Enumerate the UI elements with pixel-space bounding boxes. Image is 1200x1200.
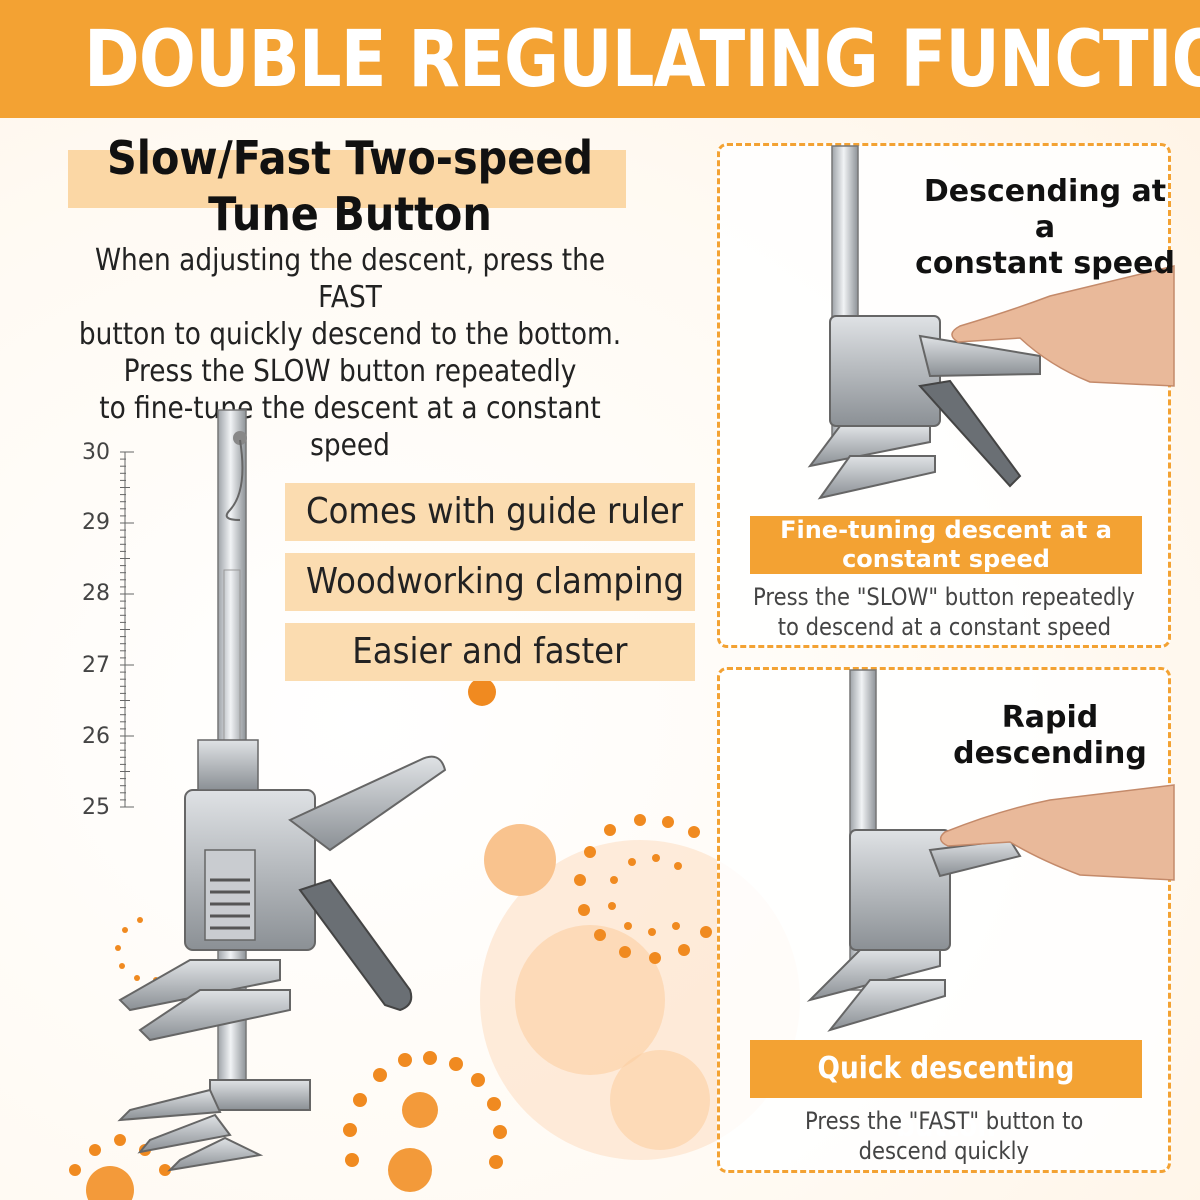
title-highlight-bar xyxy=(68,150,626,208)
pill-text: Comes with guide ruler xyxy=(305,491,684,532)
highlight-pill-easier: Easier and faster xyxy=(285,623,695,681)
label-text: Quick descenting button xyxy=(817,1051,1075,1144)
feature-title-line1: Slow/Fast Two-speed xyxy=(106,131,594,185)
ruler-mark: 27 xyxy=(82,653,110,678)
slow-panel-heading: Descending at a constant speed xyxy=(910,174,1180,282)
highlight-pill-guide-ruler: Comes with guide ruler xyxy=(285,483,695,541)
ruler-mark: 30 xyxy=(82,440,110,465)
heading-line: descending xyxy=(953,736,1147,771)
slow-panel-caption: Press the "SLOW" button repeatedly to de… xyxy=(720,582,1168,642)
highlight-pill-woodworking: Woodworking clamping xyxy=(285,553,695,611)
label-line: Fine-tuning descent at a xyxy=(780,516,1112,544)
ruler-mark: 29 xyxy=(82,510,110,535)
ruler-ticks xyxy=(120,451,134,808)
heading-line: Rapid xyxy=(1001,700,1099,735)
caption-line: Press the "SLOW" button repeatedly xyxy=(753,583,1135,611)
lifting-jack-tool-illustration xyxy=(117,409,447,1172)
fast-feature-label: Quick descenting button xyxy=(750,1040,1142,1144)
label-line: constant speed xyxy=(842,545,1050,573)
description-line: to fine-tune the descent at a constant s… xyxy=(99,391,601,463)
caption-line: descend quickly xyxy=(858,1137,1030,1165)
heading-line: constant speed xyxy=(915,246,1175,281)
feature-title: Slow/Fast Two-speed Tune Button xyxy=(71,130,629,242)
feature-description: When adjusting the descent, press the FA… xyxy=(60,242,641,464)
ruler-mark: 26 xyxy=(82,724,110,749)
slow-button-photo-illustration xyxy=(807,145,1175,500)
header-banner xyxy=(0,0,1200,118)
caption-line: Press the "FAST" button to xyxy=(804,1107,1084,1135)
description-line: Press the SLOW button repeatedly xyxy=(123,354,577,389)
caption-line: to descend at a constant speed xyxy=(777,613,1111,641)
page-title: DOUBLE REGULATING FUNCTION xyxy=(84,15,1200,105)
ruler-mark: 25 xyxy=(82,795,110,820)
slow-feature-label: Fine-tuning descent at a constant speed xyxy=(750,516,1142,574)
slow-descent-panel: Descending at a constant speed Fine-tuni… xyxy=(717,143,1175,648)
description-line: When adjusting the descent, press the FA… xyxy=(94,243,606,315)
fast-button-photo-illustration xyxy=(806,669,1175,1032)
fast-panel-caption: Press the "FAST" button to descend quick… xyxy=(720,1106,1168,1166)
heading-line: Descending at a xyxy=(923,174,1167,245)
fast-panel-heading: Rapid descending xyxy=(940,700,1160,772)
guide-ruler: 30 29 28 27 26 25 xyxy=(60,430,160,830)
ruler-mark: 28 xyxy=(82,581,110,606)
description-line: button to quickly descend to the bottom. xyxy=(78,317,622,352)
feature-title-line2: Tune Button xyxy=(208,187,492,241)
fast-descent-panel: Rapid descending Quick descenting button… xyxy=(717,667,1175,1173)
pill-text: Woodworking clamping xyxy=(306,561,685,602)
pill-text: Easier and faster xyxy=(352,631,628,672)
